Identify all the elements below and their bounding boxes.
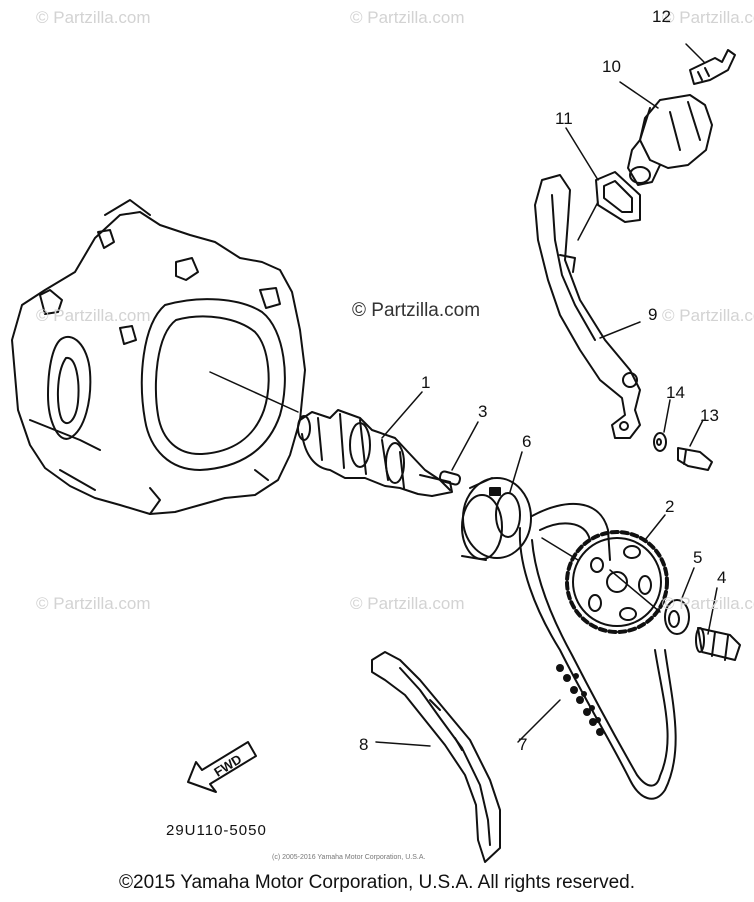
part-label-7: 7	[518, 735, 528, 754]
cam-chain-illustration	[518, 502, 677, 800]
part-label-2: 2	[665, 497, 675, 516]
watermark: © Partzilla.com	[36, 8, 151, 27]
diagram-part-code: 29U110-5050	[166, 822, 267, 839]
bearing-illustration	[461, 477, 532, 561]
part-label-10: 10	[602, 57, 621, 76]
center-watermark: © Partzilla.com	[352, 300, 481, 321]
part-label-13: 13	[700, 406, 719, 425]
part-label-4: 4	[717, 568, 727, 587]
camshaft-illustration	[297, 409, 453, 497]
part-label-3: 3	[478, 402, 488, 421]
pin-illustration	[438, 470, 462, 486]
cylinder-head-illustration	[11, 199, 306, 515]
part-label-8: 8	[359, 735, 369, 754]
bolt-13-illustration	[677, 447, 713, 471]
part-label-14: 14	[666, 383, 685, 402]
chain-tensioner-illustration	[627, 94, 713, 186]
tensioner-guide-illustration	[534, 174, 641, 439]
bolt-12-illustration	[689, 49, 736, 85]
part-label-6: 6	[522, 432, 532, 451]
watermark: © Partzilla.com	[36, 306, 151, 325]
watermark: © Partzilla.com	[350, 594, 465, 613]
copyright-footer: ©2015 Yamaha Motor Corporation, U.S.A. A…	[119, 872, 635, 893]
part-label-12: 12	[652, 7, 671, 26]
bolt-illustration	[695, 627, 741, 661]
washer-illustration	[664, 599, 690, 635]
gasket-illustration	[595, 171, 641, 223]
watermark: © Partzilla.com	[662, 8, 754, 27]
part-label-11: 11	[555, 109, 573, 128]
part-label-5: 5	[693, 548, 703, 567]
watermark: © Partzilla.com	[662, 306, 754, 325]
cam-sprocket-illustration	[565, 530, 669, 634]
watermark: © Partzilla.com	[350, 8, 465, 27]
chain-guide-illustration	[371, 651, 501, 863]
fwd-arrow-icon	[187, 741, 257, 793]
part-label-1: 1	[421, 373, 431, 392]
watermark: © Partzilla.com	[36, 594, 151, 613]
washer-14-illustration	[653, 432, 667, 452]
leader-lines	[209, 43, 718, 747]
small-copyright: (c) 2005-2016 Yamaha Motor Corporation, …	[272, 854, 426, 861]
watermark: © Partzilla.com	[662, 594, 754, 613]
part-label-9: 9	[648, 305, 658, 324]
